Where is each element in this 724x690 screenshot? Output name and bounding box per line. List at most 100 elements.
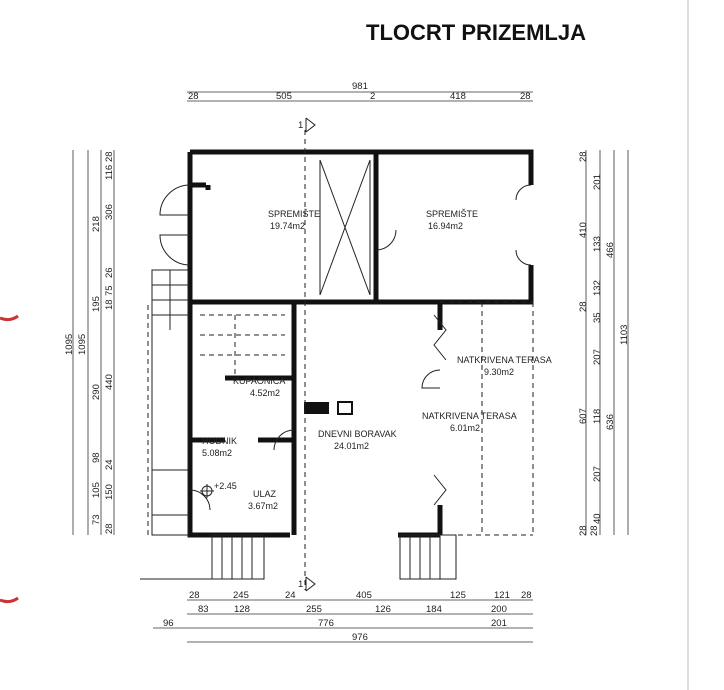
svg-text:96: 96 (163, 618, 174, 629)
svg-text:KUPAONICA: KUPAONICA (233, 376, 285, 386)
svg-text:981: 981 (352, 81, 368, 92)
svg-text:6.01m2: 6.01m2 (450, 423, 480, 433)
svg-text:28: 28 (521, 590, 532, 601)
svg-text:16.94m2: 16.94m2 (428, 221, 463, 231)
svg-text:218: 218 (91, 216, 102, 232)
right-dimensions: 28 410 28 607 28 201 133 132 35 207 118 … (578, 150, 630, 536)
svg-text:3.67m2: 3.67m2 (248, 501, 278, 511)
svg-text:40: 40 (592, 513, 603, 524)
walls (159, 130, 534, 590)
left-dimensions: 1095 1095 218 195 290 98 105 73 28 116 3… (64, 150, 115, 535)
svg-text:DNEVNI BORAVAK: DNEVNI BORAVAK (318, 429, 397, 439)
room-entrance: ULAZ 3.67m2 (248, 489, 278, 511)
svg-text:1: 1 (298, 120, 303, 131)
svg-text:9.30m2: 9.30m2 (484, 367, 514, 377)
svg-text:98: 98 (91, 452, 102, 463)
svg-text:290: 290 (91, 384, 102, 400)
svg-text:132: 132 (592, 280, 603, 296)
svg-text:75: 75 (104, 285, 115, 296)
svg-text:405: 405 (356, 590, 372, 601)
room-covered-terrace-2: NATKRIVENA TERASA 6.01m2 (422, 411, 517, 433)
svg-text:201: 201 (592, 174, 603, 190)
svg-text:28: 28 (578, 525, 589, 536)
svg-text:NATKRIVENA TERASA: NATKRIVENA TERASA (422, 411, 517, 421)
plan-title: TLOCRT PRIZEMLJA (366, 20, 586, 45)
svg-text:1095: 1095 (77, 334, 88, 355)
room-storage-2: SPREMIŠTE 16.94m2 (426, 209, 478, 231)
svg-text:116: 116 (104, 165, 115, 180)
svg-text:133: 133 (592, 236, 603, 252)
svg-text:1095: 1095 (64, 334, 75, 355)
svg-text:SPREMIŠTE: SPREMIŠTE (268, 209, 320, 219)
stairs-left (147, 269, 189, 536)
svg-text:128: 128 (234, 604, 250, 615)
svg-text:5.08m2: 5.08m2 (202, 448, 232, 458)
svg-text:121: 121 (494, 590, 510, 601)
level-mark: +2.45 (200, 481, 237, 498)
svg-text:607: 607 (578, 408, 589, 424)
svg-text:440: 440 (104, 374, 115, 390)
bottom-dimensions: 28 245 24 405 125 121 28 83 128 255 126 … (153, 590, 533, 643)
room-hallway: HODNIK 5.08m2 (202, 436, 237, 458)
svg-text:636: 636 (605, 414, 616, 430)
svg-text:306: 306 (104, 204, 115, 220)
svg-text:28: 28 (578, 301, 589, 312)
svg-text:ULAZ: ULAZ (253, 489, 277, 499)
svg-text:207: 207 (592, 349, 603, 365)
svg-text:18: 18 (104, 299, 115, 310)
room-covered-terrace-1: NATKRIVENA TERASA 9.30m2 (457, 355, 552, 377)
svg-text:118: 118 (592, 409, 603, 424)
svg-text:184: 184 (426, 604, 442, 615)
svg-text:83: 83 (198, 604, 209, 615)
svg-text:28: 28 (578, 151, 589, 162)
svg-text:26: 26 (104, 267, 115, 278)
svg-text:245: 245 (233, 590, 249, 601)
svg-text:195: 195 (91, 296, 102, 312)
section-mark-bottom: 1 (298, 576, 316, 592)
svg-text:28: 28 (104, 523, 115, 534)
stairs-entrance (211, 534, 265, 580)
svg-text:776: 776 (318, 618, 334, 629)
svg-text:24: 24 (285, 590, 296, 601)
svg-text:28: 28 (520, 91, 531, 102)
binder-ring-icon (0, 314, 19, 322)
svg-text:2: 2 (370, 91, 375, 102)
binder-ring-icon (0, 596, 19, 604)
svg-text:+2.45: +2.45 (214, 481, 237, 491)
svg-text:976: 976 (352, 632, 368, 643)
svg-text:35: 35 (592, 312, 603, 323)
svg-text:HODNIK: HODNIK (202, 436, 237, 446)
svg-text:105: 105 (91, 482, 102, 498)
stairs-terrace (399, 534, 457, 580)
svg-text:28: 28 (189, 590, 200, 601)
svg-text:125: 125 (450, 590, 466, 601)
svg-text:505: 505 (276, 91, 292, 102)
svg-text:SPREMIŠTE: SPREMIŠTE (426, 209, 478, 219)
svg-text:410: 410 (578, 222, 589, 238)
svg-text:150: 150 (104, 484, 115, 500)
room-living-room: DNEVNI BORAVAK 24.01m2 (318, 429, 397, 451)
section-mark-top: 1 (298, 117, 316, 133)
svg-text:207: 207 (592, 466, 603, 482)
svg-text:24: 24 (104, 459, 115, 470)
stairs-inner (200, 314, 285, 378)
svg-text:4.52m2: 4.52m2 (250, 388, 280, 398)
svg-text:NATKRIVENA TERASA: NATKRIVENA TERASA (457, 355, 552, 365)
room-bathroom: KUPAONICA 4.52m2 (233, 376, 285, 398)
svg-text:466: 466 (605, 242, 616, 258)
svg-text:1: 1 (298, 579, 303, 590)
svg-text:28: 28 (589, 525, 600, 536)
svg-text:28: 28 (104, 151, 115, 162)
svg-text:1103: 1103 (619, 325, 630, 345)
svg-text:255: 255 (306, 604, 322, 615)
room-storage-1: SPREMIŠTE 19.74m2 (268, 209, 320, 231)
svg-text:24.01m2: 24.01m2 (334, 441, 369, 451)
svg-text:126: 126 (375, 604, 391, 615)
svg-text:201: 201 (491, 618, 507, 629)
svg-text:73: 73 (91, 514, 102, 525)
svg-text:418: 418 (450, 91, 466, 102)
svg-text:28: 28 (188, 91, 199, 102)
svg-text:19.74m2: 19.74m2 (270, 221, 305, 231)
svg-text:200: 200 (491, 604, 507, 615)
